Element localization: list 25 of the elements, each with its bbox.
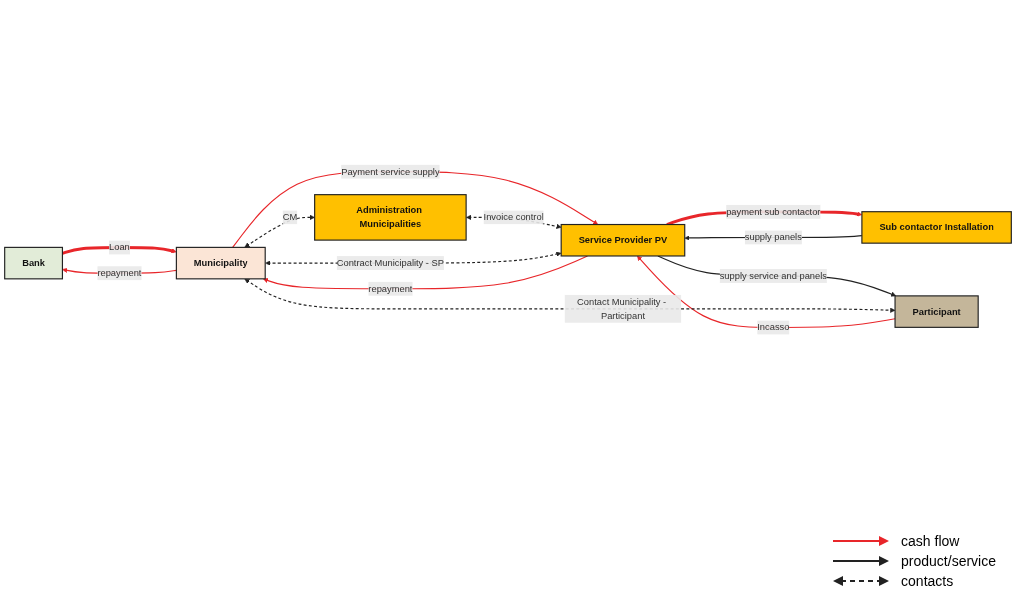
arrow (244, 279, 896, 314)
edge-label: supply panels (744, 232, 802, 243)
node-box: Administration Municipalities (314, 194, 467, 242)
node-box: Sub contactor Installation (861, 211, 1012, 245)
edge-label: Invoice control (483, 212, 544, 223)
edge-label: repayment (368, 283, 413, 294)
edge-label: Contract Municipality - SP (336, 258, 444, 269)
legend-label: contacts (901, 573, 954, 589)
edge-label: Loan (109, 242, 130, 253)
legend-label: product/service (901, 553, 996, 569)
edge-label: CM (282, 212, 298, 223)
node-box: Participant (894, 295, 979, 329)
arrow (637, 256, 896, 329)
edge-label: repayment (97, 268, 142, 279)
node-box: Municipality (175, 247, 266, 280)
edge-label: payment sub contactor (726, 207, 821, 217)
arrow (232, 171, 599, 249)
edge-label: Contact Municipality - Participant (577, 297, 667, 321)
edge-label: Incasso (757, 322, 790, 333)
edge-label: Payment service supply (341, 166, 440, 177)
node-box: Bank (4, 247, 63, 280)
edge-label: supply service and panels (719, 271, 827, 282)
legend-label: cash flow (901, 533, 960, 549)
arrow (244, 215, 315, 248)
node-box: Service Provider PV (560, 224, 686, 257)
